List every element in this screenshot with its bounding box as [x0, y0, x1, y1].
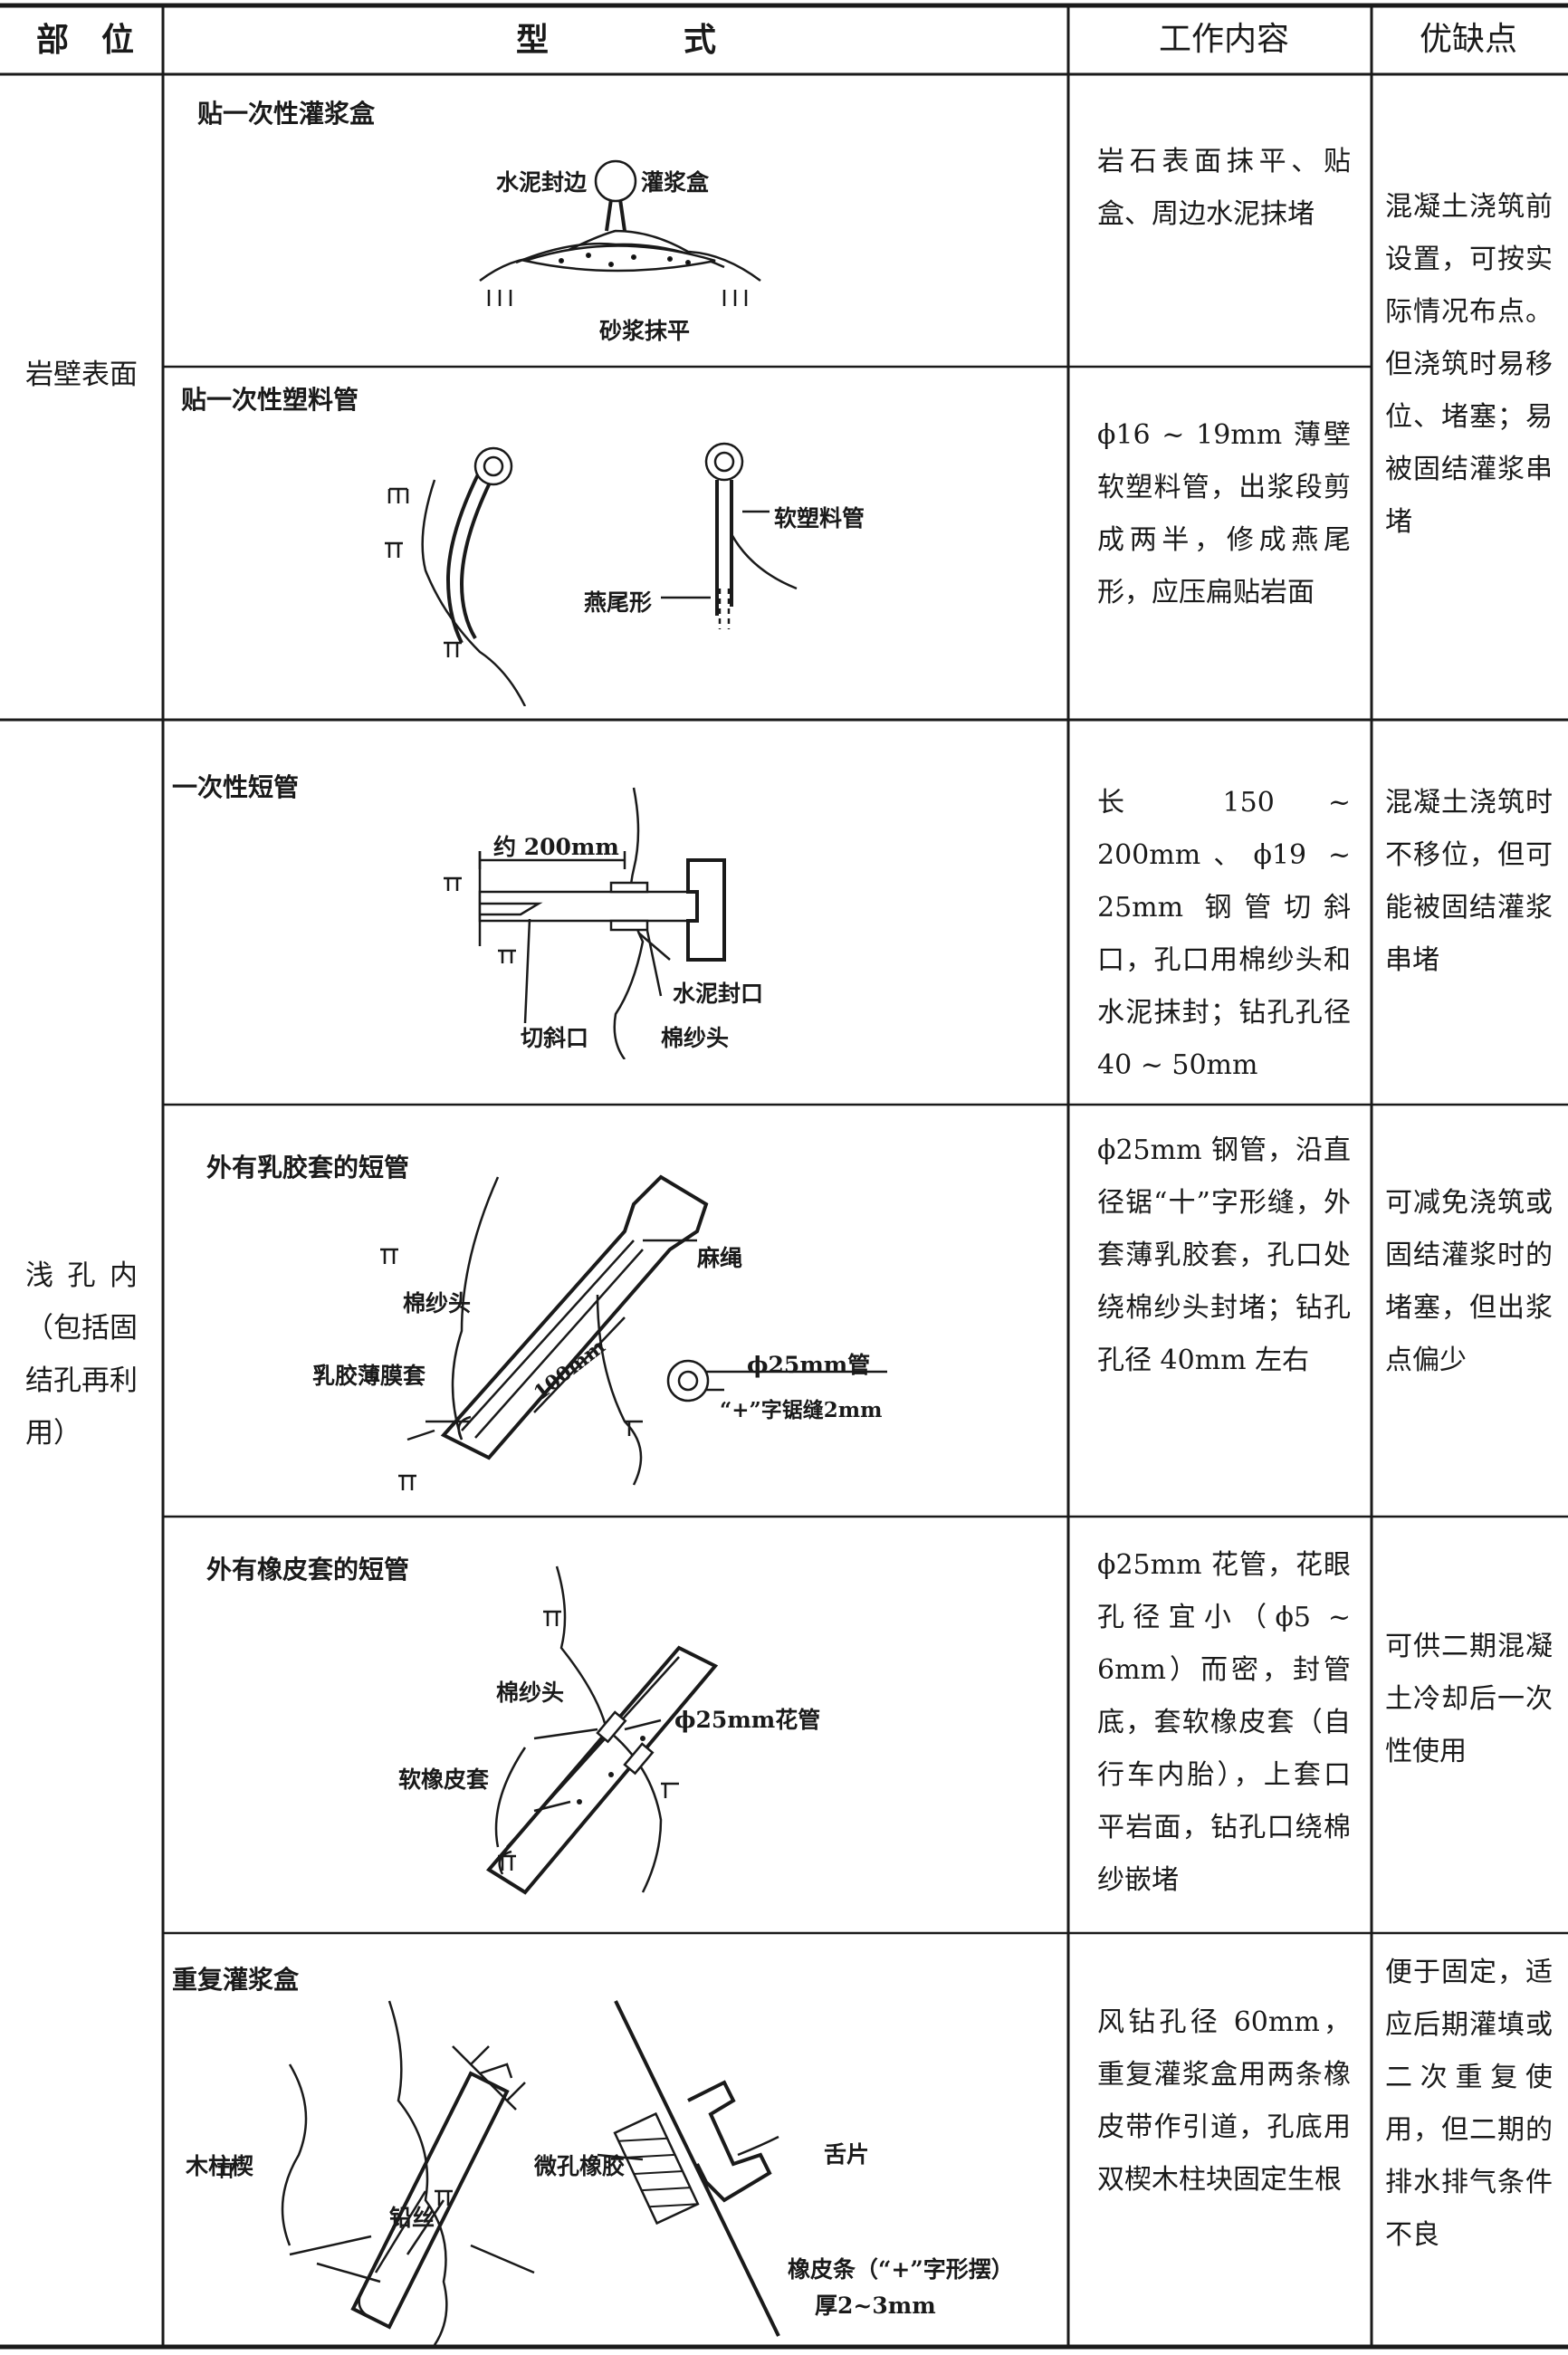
- label-cotton-plug-2: 棉纱头: [403, 1290, 472, 1316]
- row-6-content: 风钻孔径 60mm，重复灌浆盒用两条橡皮带作引道，孔底用双楔木柱块固定生根: [1097, 2006, 1351, 2196]
- merit-surface: 混凝土浇筑前设置，可按实际情况布点。但浇筑时易移位、堵塞；易被固结灌浆串堵: [1385, 191, 1553, 538]
- label-bevel-cut: 切斜口: [521, 1025, 589, 1051]
- label-hemp-rope: 麻绳: [697, 1245, 743, 1271]
- row-3-content: 长 150 ~ 200mm、ϕ19 ~ 25mm 钢管切斜口，孔口用棉纱头和水泥…: [1097, 787, 1351, 1081]
- label-microporous-rubber: 微孔橡胶: [534, 2153, 626, 2179]
- row-6-title: 重复灌浆盒: [172, 1965, 300, 1995]
- rubber-sleeve-pipe-diagram: [485, 1565, 719, 1895]
- row-2-content: ϕ16 ~ 19mm 薄壁软塑料管，出浆段剪成两半，修成燕尾形，应压扁贴岩面: [1097, 419, 1351, 608]
- label-about-200mm: 约 200mm: [493, 834, 619, 860]
- merit-rubber-sleeve: 可供二期混凝土冷却后一次性使用: [1385, 1631, 1553, 1767]
- label-cement-edge: 水泥封边: [496, 169, 588, 196]
- row-1-title: 贴一次性灌浆盒: [197, 99, 376, 129]
- row-4-title: 外有乳胶套的短管: [206, 1153, 410, 1182]
- header-pros-cons: 优缺点: [1420, 21, 1518, 58]
- latex-sleeve-pipe-diagram: [380, 1174, 887, 1490]
- label-cement-seal: 水泥封口: [673, 981, 764, 1007]
- row-5-content: ϕ25mm 花管，花眼孔径宜小（ϕ5 ~ 6mm）而密，封管底，套软橡皮套（自行…: [1097, 1549, 1351, 1896]
- row-4-content: ϕ25mm 钢管，沿直径锯“十”字形缝，外套薄乳胶套，孔口处绕棉纱头封堵；钻孔孔…: [1097, 1134, 1351, 1376]
- section-shallow-hole: 浅孔内（包括固结孔再利用）: [25, 1259, 138, 1450]
- label-cotton-plug-1: 棉纱头: [661, 1025, 730, 1051]
- label-mortar: 砂浆抹平: [599, 318, 691, 344]
- label-lead-wire: 铅丝: [389, 2205, 435, 2231]
- label-wood-wedge: 木柱楔: [186, 2153, 254, 2179]
- label-perforated-pipe: ϕ25mm花管: [674, 1707, 821, 1733]
- merit-latex-sleeve: 可减免浇筑或固结灌浆时的堵塞，但出浆点偏少: [1385, 1187, 1553, 1376]
- header-type-a: 型: [516, 21, 550, 59]
- short-pipe-diagram: [444, 787, 726, 1059]
- header-work-content: 工作内容: [1159, 21, 1290, 58]
- merit-repeat-box: 便于固定，适应后期灌填或二次重复使用，但二期的排水排气条件不良: [1385, 1957, 1553, 2251]
- label-latex-sleeve: 乳胶薄膜套: [312, 1363, 426, 1389]
- header-location: 部 位: [36, 21, 135, 59]
- plastic-pipe-diagram: [385, 442, 798, 706]
- header-type-b: 式: [684, 21, 717, 59]
- label-tongue: 舌片: [824, 2141, 870, 2168]
- label-pipe-25: ϕ25mm管: [747, 1352, 871, 1378]
- label-cotton-plug-3: 棉纱头: [496, 1680, 565, 1706]
- row-5-title: 外有橡皮套的短管: [206, 1555, 410, 1584]
- label-rubber-sleeve: 软橡皮套: [398, 1766, 490, 1793]
- row-2-title: 贴一次性塑料管: [181, 385, 359, 415]
- label-dovetail: 燕尾形: [584, 589, 653, 616]
- label-thickness: 厚2~3mm: [815, 2293, 936, 2319]
- row-1-content: 岩石表面抹平、贴盒、周边水泥抹堵: [1097, 146, 1351, 230]
- label-cross-slot: “+”字锯缝2mm: [720, 1398, 883, 1422]
- repeat-grout-box-diagram: [217, 2000, 780, 2345]
- label-soft-plastic-pipe: 软塑料管: [774, 505, 865, 531]
- grout-box-diagram: [479, 159, 761, 306]
- section-surface: 岩壁表面: [25, 359, 138, 391]
- label-grout-box: 灌浆盒: [641, 169, 710, 196]
- row-3-title: 一次性短管: [172, 772, 300, 802]
- label-rubber-strip: 橡皮条（“+”字形摆）: [788, 2256, 1014, 2283]
- merit-short-pipe: 混凝土浇筑时不移位，但可能被固结灌浆串堵: [1385, 787, 1553, 976]
